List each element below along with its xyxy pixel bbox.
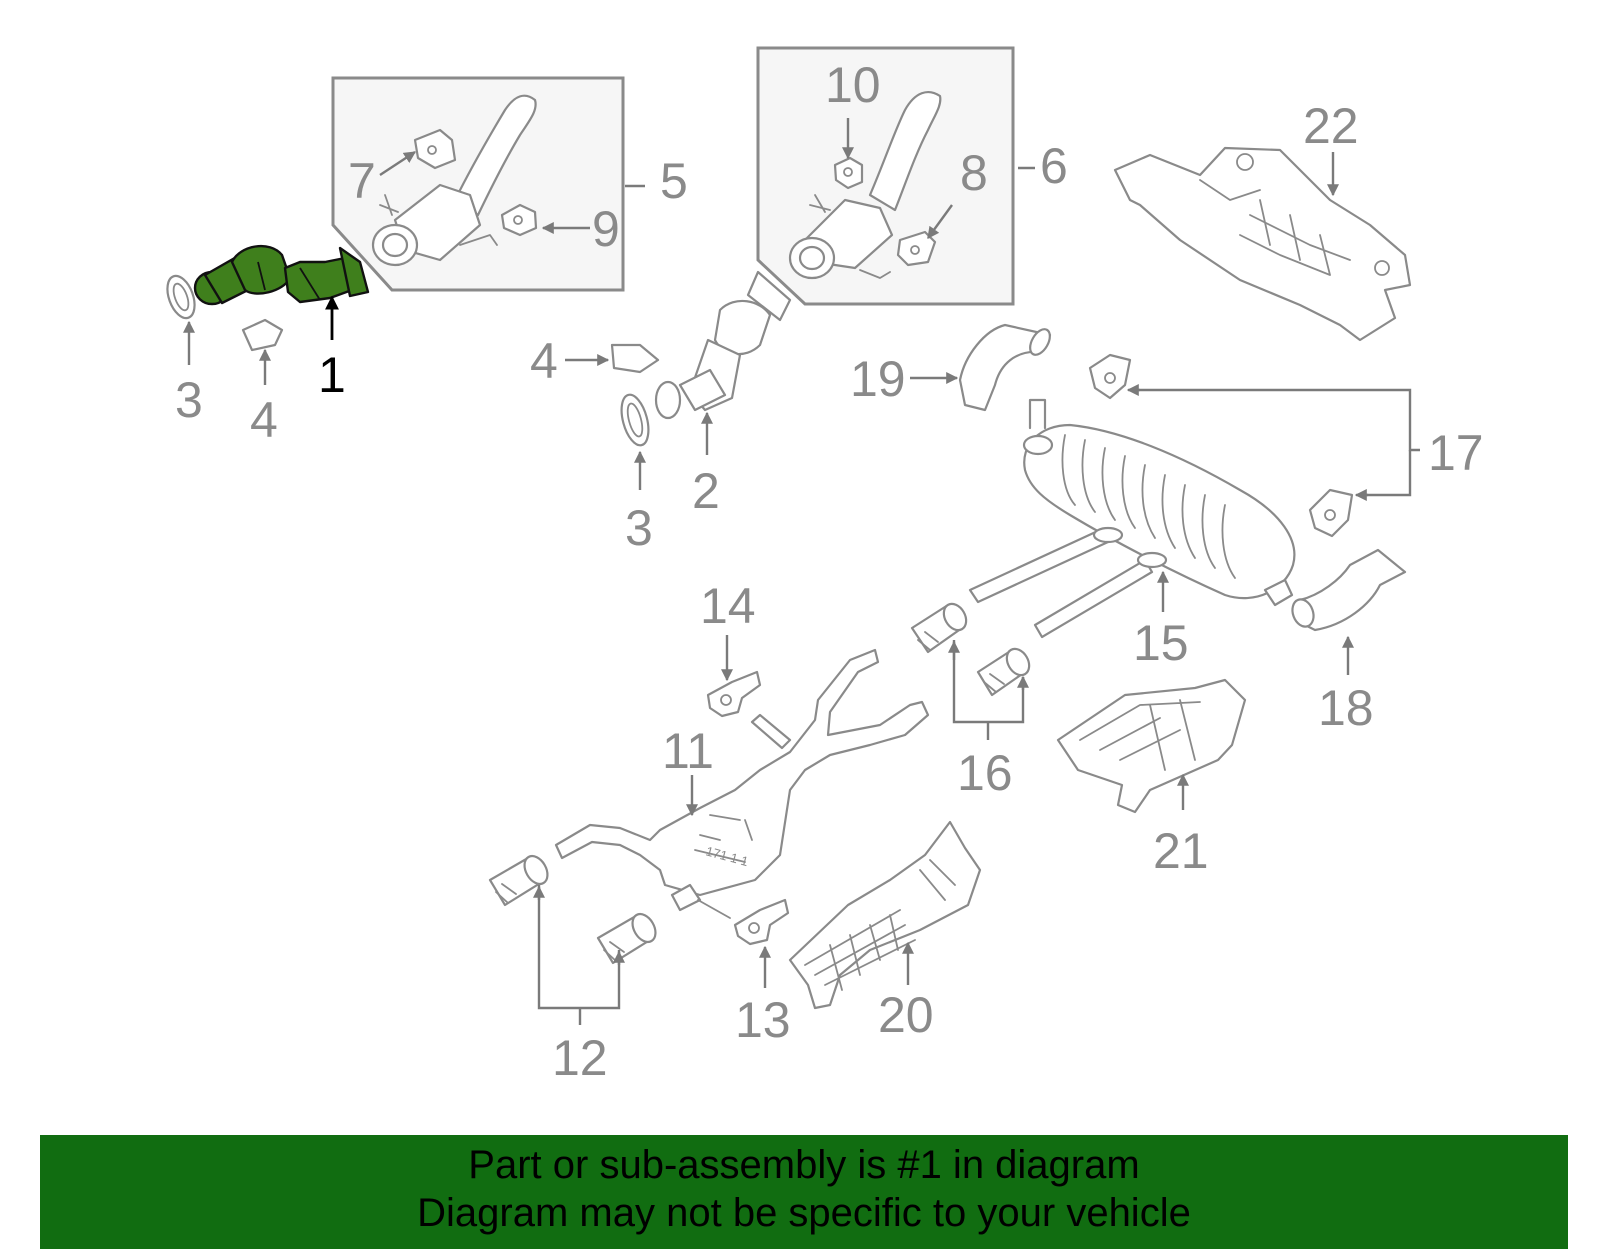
pipe-19 [958, 323, 1052, 412]
clip-4-left [241, 318, 284, 352]
banner-line-1: Part or sub-assembly is #1 in diagram [468, 1143, 1140, 1187]
muffler-15 [1022, 398, 1296, 607]
callout-13: 13 [735, 992, 791, 1048]
leader-lines [183, 118, 1420, 1025]
callout-17: 17 [1428, 425, 1484, 481]
callout-2: 2 [692, 463, 720, 519]
callout-16: 16 [957, 745, 1013, 801]
callout-8: 8 [960, 145, 988, 201]
heat-shield-20 [788, 820, 982, 1010]
heat-shield-21 [1056, 678, 1247, 814]
bracket-7 [413, 128, 457, 170]
callout-11: 11 [662, 723, 714, 779]
pipe-18 [1291, 548, 1407, 632]
heat-shield-22 [1113, 146, 1412, 342]
callout-14: 14 [700, 578, 756, 634]
hanger-17-bottom [1308, 488, 1354, 538]
callout-15: 15 [1133, 615, 1189, 671]
part-2-catalytic-converter [654, 270, 792, 420]
callout-9: 9 [592, 201, 620, 257]
callout-6: 6 [1040, 138, 1068, 194]
clamp-16-upper [910, 602, 968, 654]
callout-18: 18 [1318, 680, 1374, 736]
clamp-16-lower [976, 647, 1031, 697]
part-1-catalytic-converter [193, 244, 370, 306]
callout-numbers: 1 3 4 7 5 9 10 6 8 4 3 2 19 22 17 15 18 … [175, 57, 1484, 1086]
mount-9 [500, 203, 538, 237]
callout-21: 21 [1153, 823, 1209, 879]
gasket-3-left [166, 274, 196, 320]
exhaust-parts-diagram: 171 1 1 [166, 46, 1484, 1086]
banner-line-2: Diagram may not be specific to your vehi… [417, 1191, 1191, 1235]
callout-4-right: 4 [530, 333, 558, 389]
bracket-8 [896, 230, 937, 267]
callout-4-left: 4 [250, 392, 278, 448]
callout-19: 19 [850, 351, 906, 407]
inset-box-5 [331, 76, 625, 292]
inset-box-6 [756, 46, 1015, 306]
resonator-pipe-11: 171 1 1 [554, 648, 930, 919]
callout-1: 1 [318, 347, 346, 403]
callout-10: 10 [825, 57, 881, 113]
callout-22: 22 [1303, 98, 1359, 154]
info-banner: Part or sub-assembly is #1 in diagram Di… [40, 1135, 1568, 1249]
callout-7: 7 [348, 153, 376, 209]
clamp-12-left [488, 854, 549, 907]
hanger-13 [733, 898, 790, 946]
callout-12: 12 [552, 1030, 608, 1086]
gasket-3-right [620, 393, 650, 447]
callout-3-right: 3 [625, 500, 653, 556]
hanger-14 [706, 670, 762, 718]
intermediate-pipes [968, 526, 1168, 639]
callout-5: 5 [660, 153, 688, 209]
clip-4-right [610, 343, 660, 374]
hanger-17-top [1088, 353, 1132, 400]
clamp-12-right [596, 912, 657, 965]
callout-20: 20 [878, 987, 934, 1043]
callout-3-left: 3 [175, 372, 203, 428]
